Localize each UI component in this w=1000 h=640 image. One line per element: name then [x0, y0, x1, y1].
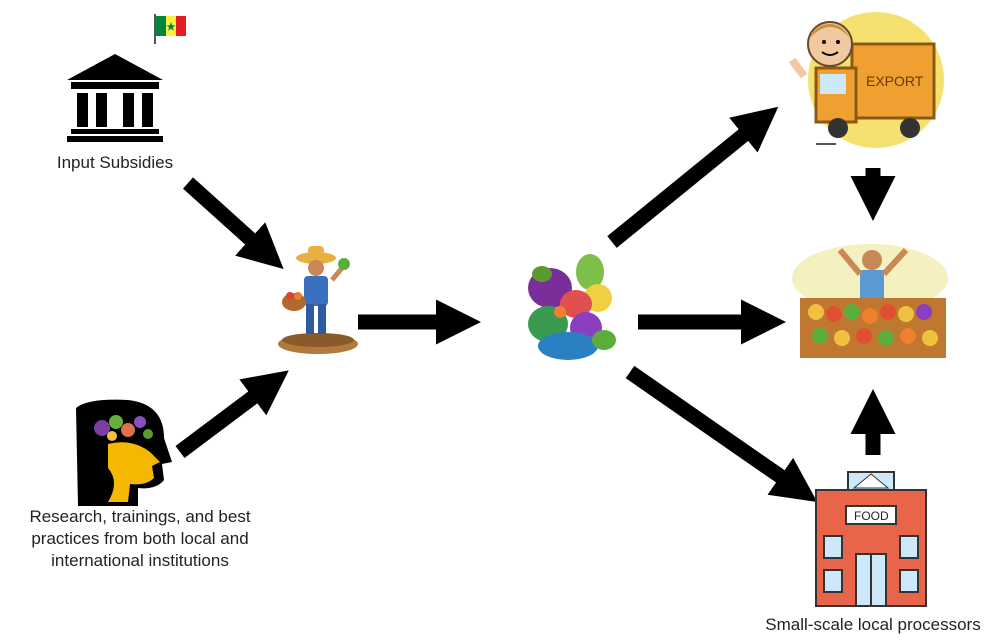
government-building-icon	[67, 54, 163, 142]
export-truck-icon: EXPORT	[788, 12, 944, 148]
processors-label: Small-scale local processors	[765, 615, 981, 634]
food-factory-icon: FOOD	[815, 471, 927, 607]
arrow-subsidies-to-farmer	[182, 177, 284, 270]
arrow-research-to-farmer	[175, 370, 289, 458]
market-vendor-icon	[792, 244, 948, 358]
food-sign-text: FOOD	[854, 509, 889, 523]
export-truck-text: EXPORT	[866, 73, 924, 89]
research-label-line-3: international institutions	[51, 551, 229, 570]
government-node	[60, 8, 190, 148]
arrow-produce-to-export	[607, 106, 779, 248]
arrow-produce-to-processors	[625, 365, 818, 502]
senegal-flag-icon	[154, 14, 186, 44]
research-label: Research, trainings, and best practices …	[0, 506, 280, 572]
research-label-line-2: practices from both local and	[31, 529, 249, 548]
farmer-icon	[278, 246, 358, 354]
input-subsidies-label: Input Subsidies	[56, 153, 174, 172]
vegetables-icon	[528, 254, 616, 360]
head-knowledge-icon	[76, 399, 172, 506]
research-label-line-1: Research, trainings, and best	[29, 507, 251, 526]
